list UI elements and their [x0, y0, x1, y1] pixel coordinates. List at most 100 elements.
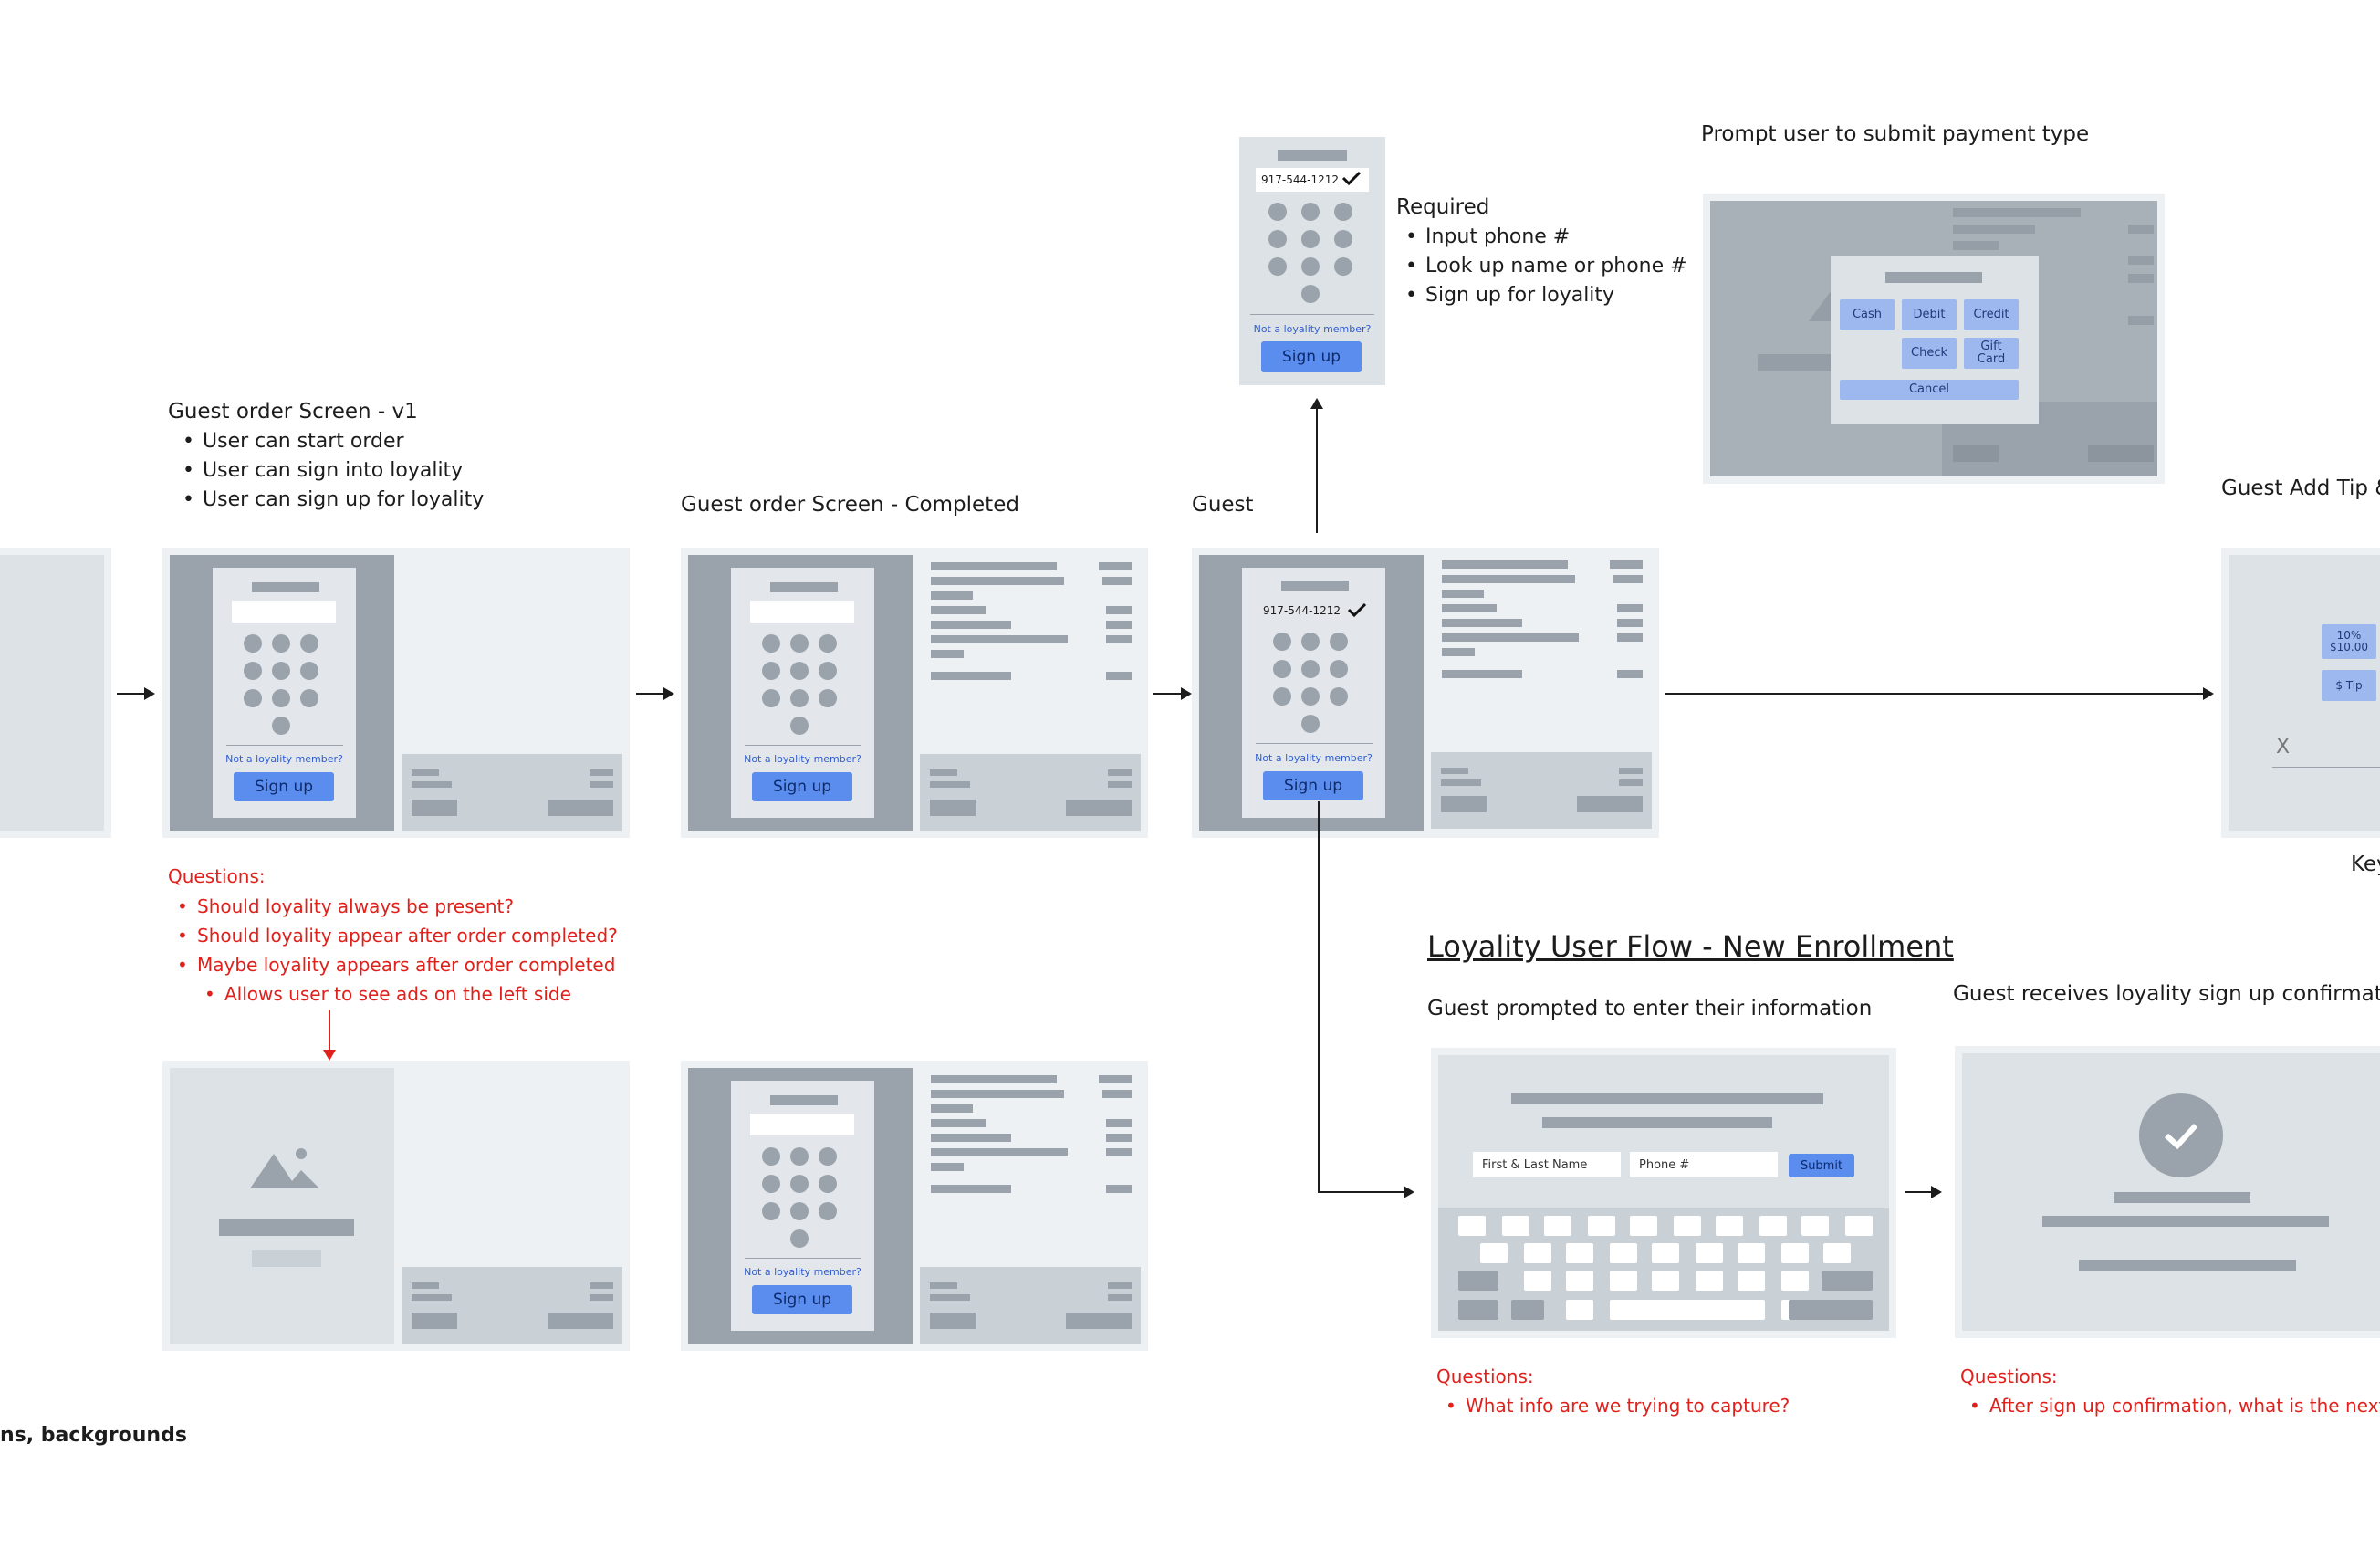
keypad-key[interactable] [272, 662, 290, 680]
keypad-key[interactable] [762, 634, 780, 653]
keypad-key[interactable] [1268, 230, 1287, 248]
keypad-key[interactable] [790, 1229, 809, 1248]
keypad-key[interactable] [819, 634, 837, 653]
not-member-link[interactable]: Not a loyality member? [744, 1266, 861, 1278]
keyboard-key[interactable] [1524, 1271, 1551, 1291]
keypad-key[interactable] [819, 662, 837, 680]
keypad-key[interactable] [244, 634, 262, 653]
enter-key[interactable] [1789, 1300, 1873, 1320]
credit-button[interactable]: Credit [1964, 299, 2019, 330]
cancel-button[interactable]: Cancel [1840, 380, 2019, 400]
not-member-link[interactable]: Not a loyality member? [225, 753, 343, 765]
signup-button[interactable]: Sign up [752, 772, 852, 801]
custom-tip-button[interactable]: $ Tip [2322, 670, 2376, 701]
shift-key[interactable] [1458, 1300, 1498, 1320]
tab-key[interactable] [1458, 1271, 1498, 1291]
keyboard-key[interactable] [1801, 1216, 1829, 1236]
keypad-key[interactable] [1273, 660, 1291, 678]
keypad-key[interactable] [244, 689, 262, 707]
keypad-key[interactable] [1330, 687, 1348, 706]
keypad-key[interactable] [1301, 203, 1320, 221]
keypad-key[interactable] [1273, 633, 1291, 651]
keyboard-key[interactable] [1566, 1243, 1593, 1263]
keypad-key[interactable] [272, 689, 290, 707]
keyboard-key[interactable] [1738, 1271, 1765, 1291]
keypad-key[interactable] [819, 1175, 837, 1193]
keyboard-key[interactable] [1630, 1216, 1657, 1236]
keypad-key[interactable] [1301, 633, 1320, 651]
keypad-key[interactable] [1330, 660, 1348, 678]
submit-button[interactable]: Submit [1789, 1154, 1854, 1177]
keyboard-key[interactable] [1823, 1243, 1851, 1263]
phone-field[interactable] [750, 1114, 854, 1135]
keypad-key[interactable] [1301, 230, 1320, 248]
signup-button[interactable]: Sign up [1263, 771, 1363, 800]
keypad-key[interactable] [300, 634, 318, 653]
keyboard-key[interactable] [1696, 1271, 1723, 1291]
signup-button[interactable]: Sign up [1261, 341, 1362, 372]
phone-field[interactable] [750, 601, 854, 623]
signup-button[interactable]: Sign up [752, 1285, 852, 1314]
mode-key[interactable] [1511, 1300, 1544, 1320]
keyboard-key[interactable] [1759, 1216, 1787, 1236]
keyboard-key[interactable] [1738, 1243, 1765, 1263]
keyboard-key[interactable] [1674, 1216, 1701, 1236]
keyboard-key[interactable] [1480, 1243, 1508, 1263]
cash-button[interactable]: Cash [1840, 299, 1895, 330]
keyboard-key[interactable] [1566, 1271, 1593, 1291]
keypad-key[interactable] [1301, 285, 1320, 303]
keyboard-key[interactable] [1566, 1300, 1593, 1320]
keypad-key[interactable] [272, 634, 290, 653]
keypad-key[interactable] [1330, 633, 1348, 651]
keypad-key[interactable] [272, 717, 290, 735]
keyboard-key[interactable] [1524, 1243, 1551, 1263]
keyboard-key[interactable] [1610, 1243, 1637, 1263]
keypad-key[interactable] [790, 689, 809, 707]
keyboard-key[interactable] [1610, 1271, 1637, 1291]
keyboard-key[interactable] [1544, 1216, 1571, 1236]
keyboard-key[interactable] [1458, 1216, 1486, 1236]
keypad-key[interactable] [790, 1202, 809, 1220]
keypad-key[interactable] [790, 717, 809, 735]
keypad-key[interactable] [790, 662, 809, 680]
phone-input[interactable]: Phone # [1630, 1152, 1778, 1177]
keyboard-key[interactable] [1781, 1271, 1809, 1291]
phone-field[interactable] [232, 601, 336, 623]
keypad-key[interactable] [819, 1202, 837, 1220]
check-button[interactable]: Check [1902, 338, 1957, 369]
keyboard-key[interactable] [1652, 1271, 1679, 1291]
keyboard-key[interactable] [1652, 1243, 1679, 1263]
keypad-key[interactable] [762, 1202, 780, 1220]
keypad-key[interactable] [790, 1175, 809, 1193]
keypad-key[interactable] [1273, 687, 1291, 706]
backspace-key[interactable] [1822, 1271, 1873, 1291]
keypad-key[interactable] [790, 1147, 809, 1166]
keypad-key[interactable] [1334, 203, 1352, 221]
keypad-key[interactable] [1301, 715, 1320, 733]
spacebar[interactable] [1610, 1300, 1765, 1320]
keypad-key[interactable] [1301, 660, 1320, 678]
debit-button[interactable]: Debit [1902, 299, 1957, 330]
keypad-key[interactable] [1268, 257, 1287, 276]
keyboard-key[interactable] [1502, 1216, 1529, 1236]
keypad-key[interactable] [1334, 230, 1352, 248]
keypad-key[interactable] [1334, 257, 1352, 276]
keypad-key[interactable] [762, 1175, 780, 1193]
not-member-link[interactable]: Not a loyality member? [744, 753, 861, 765]
keypad-key[interactable] [1301, 257, 1320, 276]
keypad-key[interactable] [762, 689, 780, 707]
keypad-key[interactable] [819, 689, 837, 707]
name-input[interactable]: First & Last Name [1473, 1152, 1621, 1177]
keypad-key[interactable] [819, 1147, 837, 1166]
signup-button[interactable]: Sign up [234, 772, 334, 801]
keyboard-key[interactable] [1781, 1243, 1809, 1263]
not-member-link[interactable]: Not a loyality member? [1255, 752, 1373, 764]
gift-card-button[interactable]: Gift Card [1964, 338, 2019, 369]
phone-field[interactable] [1256, 168, 1369, 192]
keypad-key[interactable] [300, 689, 318, 707]
keyboard-key[interactable] [1716, 1216, 1743, 1236]
not-member-link[interactable]: Not a loyality member? [1253, 323, 1372, 335]
keypad-key[interactable] [300, 662, 318, 680]
signature-line[interactable] [2272, 767, 2380, 768]
keyboard-key[interactable] [1696, 1243, 1723, 1263]
